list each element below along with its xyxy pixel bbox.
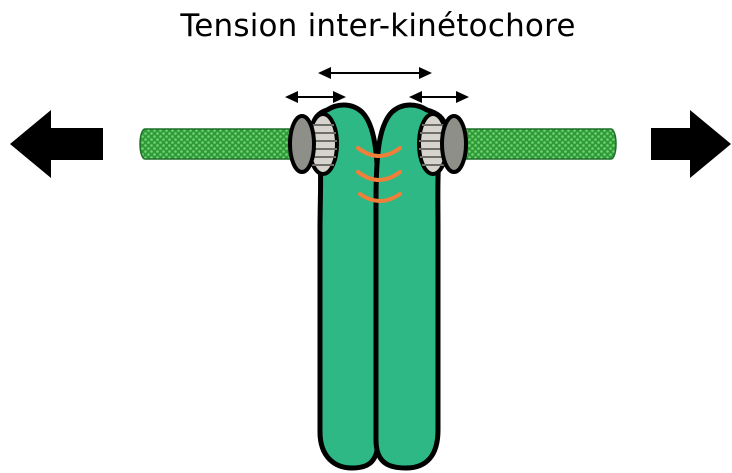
arrow-right-icon	[651, 110, 731, 178]
double-arrow-icon	[409, 91, 469, 103]
kinetochore-left	[290, 114, 337, 174]
microtubule-right	[452, 129, 616, 159]
arrow-left-icon	[10, 110, 103, 178]
double-arrow-icon	[285, 91, 346, 103]
microtubule-left	[140, 129, 302, 159]
double-arrow-icon	[318, 67, 432, 79]
kinetochore-right	[419, 114, 466, 174]
